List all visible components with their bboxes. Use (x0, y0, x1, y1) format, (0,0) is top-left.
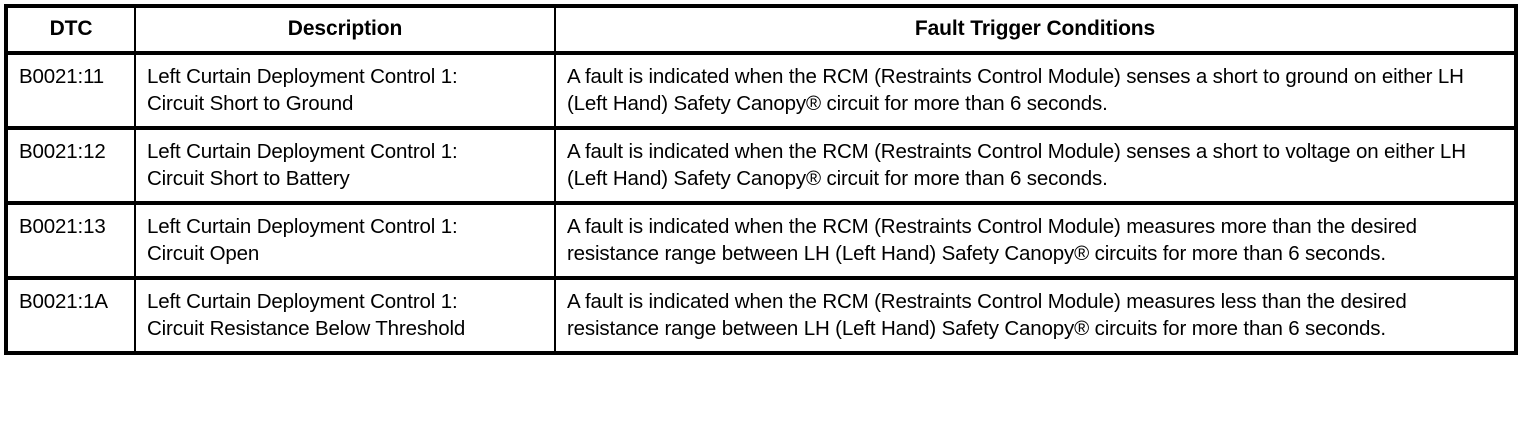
description-line-2: Circuit Resistance Below Threshold (147, 317, 466, 340)
table-body: B0021:11 Left Curtain Deployment Control… (6, 53, 1516, 353)
cell-dtc-code: B0021:12 (6, 126, 136, 203)
fault-text: A fault is indicated when the RCM (Restr… (567, 290, 1407, 340)
cell-fault-trigger-conditions: A fault is indicated when the RCM (Restr… (555, 126, 1516, 203)
cell-fault-trigger-conditions: A fault is indicated when the RCM (Restr… (555, 53, 1516, 128)
description-line-1: Left Curtain Deployment Control 1: (147, 290, 458, 313)
table-row: B0021:13 Left Curtain Deployment Control… (6, 201, 1516, 278)
cell-description: Left Curtain Deployment Control 1: Circu… (135, 276, 556, 353)
cell-dtc-code: B0021:11 (6, 53, 136, 128)
fault-text: A fault is indicated when the RCM (Restr… (567, 215, 1417, 265)
fault-text: A fault is indicated when the RCM (Restr… (567, 65, 1464, 115)
column-header-description: Description (135, 6, 556, 55)
cell-fault-trigger-conditions: A fault is indicated when the RCM (Restr… (555, 201, 1516, 278)
table-header: DTC Description Fault Trigger Conditions (6, 6, 1516, 55)
table-row: B0021:12 Left Curtain Deployment Control… (6, 126, 1516, 203)
cell-fault-trigger-conditions: A fault is indicated when the RCM (Restr… (555, 276, 1516, 353)
cell-dtc-code: B0021:13 (6, 201, 136, 278)
description-line-2: Circuit Open (147, 242, 260, 265)
description-line-1: Left Curtain Deployment Control 1: (147, 65, 458, 88)
description-line-1: Left Curtain Deployment Control 1: (147, 140, 458, 163)
description-line-1: Left Curtain Deployment Control 1: (147, 215, 458, 238)
cell-description: Left Curtain Deployment Control 1: Circu… (135, 53, 556, 128)
table-row: B0021:1A Left Curtain Deployment Control… (6, 276, 1516, 353)
table-header-row: DTC Description Fault Trigger Conditions (6, 6, 1516, 55)
description-line-2: Circuit Short to Battery (147, 167, 350, 190)
column-header-dtc: DTC (6, 6, 136, 55)
table-row: B0021:11 Left Curtain Deployment Control… (6, 53, 1516, 128)
cell-description: Left Curtain Deployment Control 1: Circu… (135, 201, 556, 278)
cell-dtc-code: B0021:1A (6, 276, 136, 353)
cell-description: Left Curtain Deployment Control 1: Circu… (135, 126, 556, 203)
dtc-fault-table: DTC Description Fault Trigger Conditions… (4, 4, 1518, 355)
fault-text: A fault is indicated when the RCM (Restr… (567, 140, 1466, 190)
column-header-fault-trigger-conditions: Fault Trigger Conditions (555, 6, 1516, 55)
description-line-2: Circuit Short to Ground (147, 92, 354, 115)
